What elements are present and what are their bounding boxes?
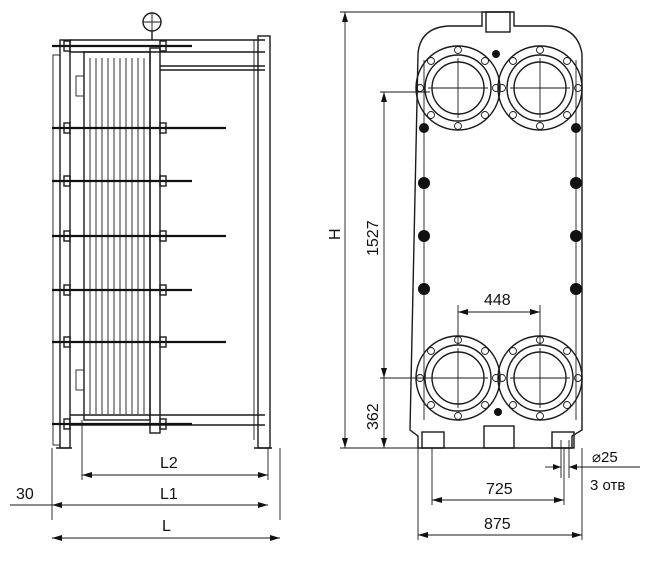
port-bottom-right xyxy=(497,335,583,421)
front-dimensions: H 1527 362 448 725 875 xyxy=(327,11,640,540)
tie-bolt xyxy=(52,175,192,187)
port-top-right xyxy=(497,45,583,131)
dim-hole-diameter: ⌀25 xyxy=(592,449,618,466)
dim-1527: 1527 xyxy=(365,220,382,256)
dim-L1: L1 xyxy=(160,486,178,503)
dim-875: 875 xyxy=(484,516,511,533)
foot-right xyxy=(551,431,575,449)
dim-725: 725 xyxy=(486,481,513,498)
tie-bolt xyxy=(52,284,192,296)
side-view xyxy=(52,12,272,449)
bottom-bracket xyxy=(483,425,515,449)
tie-bolt xyxy=(52,336,226,348)
side-dimensions: L2 L1 L 30 xyxy=(10,420,281,541)
tie-bolt xyxy=(52,122,226,134)
tie-bolt xyxy=(52,418,192,430)
top-handwheel xyxy=(142,12,162,40)
dim-L2: L2 xyxy=(160,455,178,472)
side-bolt-nuts xyxy=(418,50,582,416)
dim-448: 448 xyxy=(484,292,511,309)
port-top-left xyxy=(415,45,501,131)
tie-bolts xyxy=(52,40,226,430)
dim-H: H xyxy=(327,228,344,240)
fixed-frame-plate xyxy=(59,39,71,449)
dim-hole-count: 3 отв xyxy=(590,477,625,494)
front-view xyxy=(409,11,583,449)
dim-L: L xyxy=(162,518,171,535)
dim-30: 30 xyxy=(16,486,34,503)
tie-bolt xyxy=(52,230,226,242)
frame-plate-outline xyxy=(409,11,583,449)
foot-left xyxy=(421,431,445,449)
frame-flange-left xyxy=(52,54,61,446)
tie-bolt xyxy=(52,40,192,52)
lifting-lug xyxy=(485,11,511,33)
dim-362: 362 xyxy=(365,403,382,430)
support-column xyxy=(257,35,271,449)
pressure-plate xyxy=(149,47,161,434)
